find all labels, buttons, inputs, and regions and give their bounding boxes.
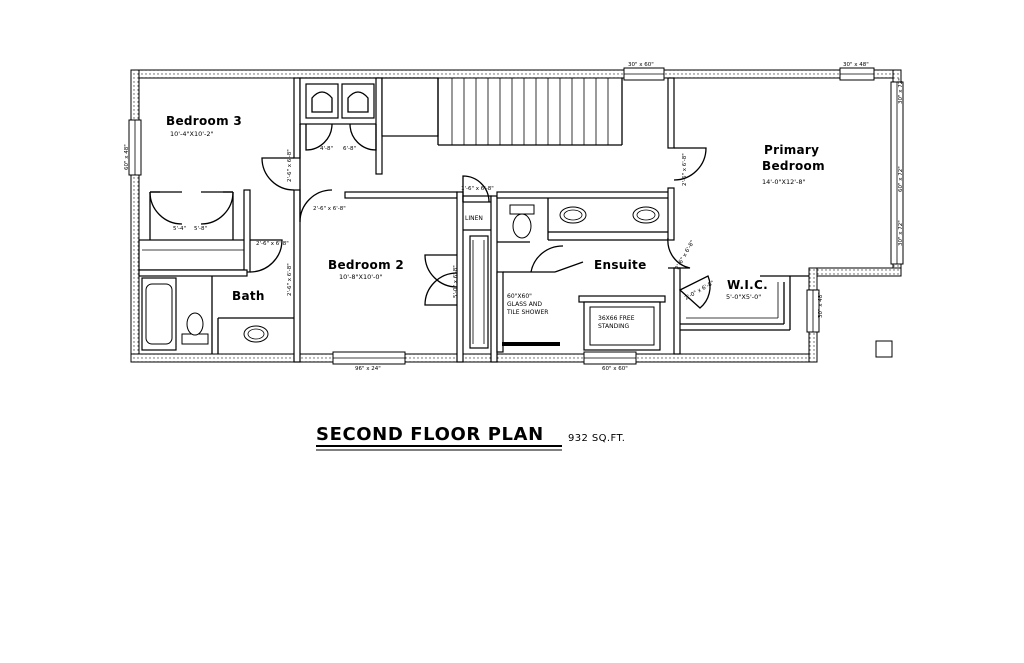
bedroom3-label: Bedroom 3 bbox=[166, 114, 242, 128]
window-label-right-top: 30" x 72" bbox=[898, 78, 904, 104]
primary-label-1: Primary bbox=[764, 143, 819, 157]
wic-label: W.I.C. bbox=[727, 278, 768, 292]
door-label-wic: 2'-0" x 6'-8" bbox=[684, 280, 715, 302]
shower-note-1: 60"X60" bbox=[507, 293, 532, 300]
window-label-wic: 30" x 48" bbox=[818, 292, 824, 318]
window-label-right-mid: 60" x 72" bbox=[898, 166, 904, 192]
bedroom2-dim: 10'-8"X10'-0" bbox=[339, 273, 383, 281]
door-label-b3-side: 2'-6" x 6'-8" bbox=[256, 241, 289, 247]
door-label-laundry-left: 4'-8" bbox=[320, 146, 333, 152]
door-label-bath: 2'-6" x 6'-8" bbox=[287, 263, 293, 296]
plan-area: 932 SQ.FT. bbox=[568, 433, 625, 444]
door-label-closet-b3-right: 5'-8" bbox=[194, 226, 207, 232]
door-label-b2: 2'-6" x 6'-8" bbox=[313, 206, 346, 212]
linen-label: LINEN bbox=[465, 215, 483, 222]
fixtures bbox=[141, 204, 779, 351]
interior-walls bbox=[138, 77, 809, 363]
plan-marker bbox=[875, 340, 893, 358]
door-label-laundry-right: 6'-8" bbox=[343, 146, 356, 152]
shower-note-3: TILE SHOWER bbox=[506, 309, 548, 316]
ensuite-label: Ensuite bbox=[594, 258, 647, 272]
window-label-top-right: 30" x 48" bbox=[843, 62, 869, 68]
door-label-b3: 2'-6" x 6'-8" bbox=[287, 149, 293, 182]
plan-title: SECOND FLOOR PLAN bbox=[316, 424, 544, 445]
primary-dim: 14'-0"X12'-8" bbox=[762, 178, 806, 186]
door-label-primary: 2'-6" x 6'-8" bbox=[682, 153, 688, 186]
washer-dryer bbox=[305, 83, 375, 119]
door-label-closet-b3-left: 5'-4" bbox=[173, 226, 186, 232]
stairs bbox=[451, 78, 609, 145]
window-label-bottom-left: 96" x 24" bbox=[355, 366, 381, 372]
door-swings bbox=[149, 123, 711, 309]
wic-dim: 5'-0"X5'-0" bbox=[726, 293, 761, 301]
bedroom3-dim: 10'-4"X10'-2" bbox=[170, 130, 214, 138]
door-label-linen: 1'-6" x 6'-8" bbox=[461, 186, 494, 192]
window-label-left: 60" x 48" bbox=[124, 144, 130, 170]
tub-note-1: 36X66 FREE bbox=[598, 315, 635, 322]
window-label-top-center: 30" x 60" bbox=[628, 62, 654, 68]
bath-label: Bath bbox=[232, 289, 265, 303]
window-label-bottom-right: 60" x 60" bbox=[602, 366, 628, 372]
window-label-right-bottom: 30" x 72" bbox=[898, 220, 904, 246]
windows bbox=[128, 67, 904, 365]
tub-note-2: STANDING bbox=[598, 323, 629, 330]
shower-note-2: GLASS AND bbox=[507, 301, 542, 308]
primary-label-2: Bedroom bbox=[762, 159, 825, 173]
door-label-b2-closet: 5'-0" x 6'-8" bbox=[453, 265, 459, 298]
bedroom2-label: Bedroom 2 bbox=[328, 258, 404, 272]
